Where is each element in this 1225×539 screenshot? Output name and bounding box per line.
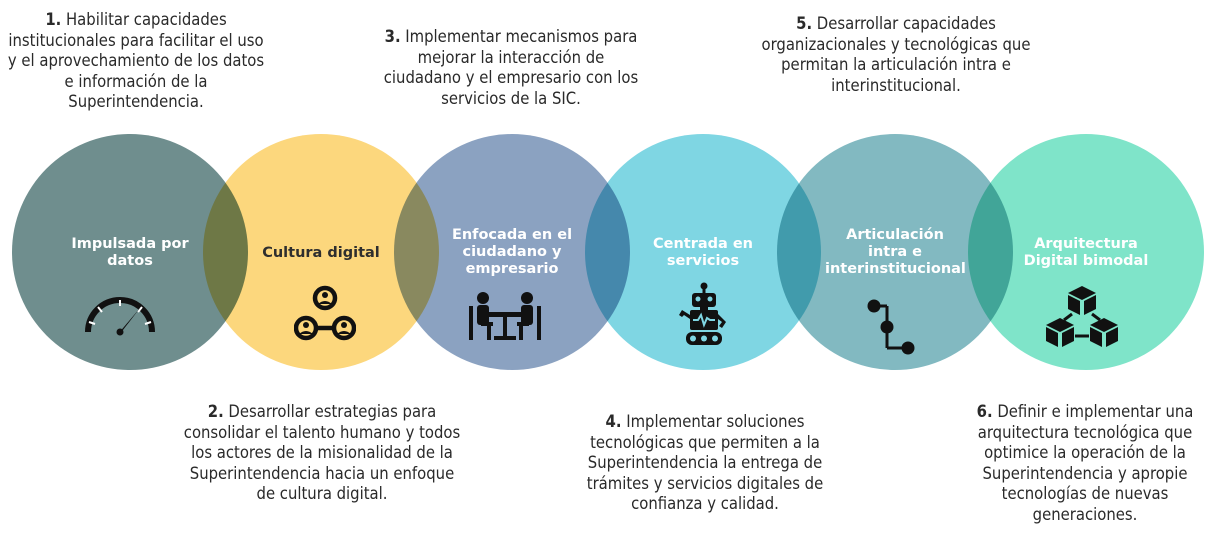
cubes-network-icon [1046, 286, 1118, 347]
stage-label-3: Enfocada en el ciudadano y empresario [451, 227, 573, 277]
description-6-number: 6. [976, 402, 993, 421]
description-3-number: 3. [384, 27, 401, 46]
robot-icon [679, 282, 726, 345]
description-2-number: 2. [207, 402, 224, 421]
circle-arquitectura [968, 134, 1204, 370]
stage-label-1: Impulsada por datos [71, 236, 189, 269]
description-5: 5. Desarrollar capacidades organizaciona… [760, 14, 1032, 96]
stage-label-2: Cultura digital [262, 245, 380, 261]
description-3: 3. Implementar mecanismos para mejorar l… [378, 27, 644, 109]
description-4: 4. Implementar soluciones tecnológicas q… [564, 412, 846, 515]
description-6: 6. Definir e implementar una arquitectur… [950, 402, 1220, 525]
description-4-text: Implementar soluciones tecnológicas que … [586, 412, 824, 513]
description-5-number: 5. [796, 14, 813, 33]
speedometer-icon [85, 297, 155, 336]
description-4-number: 4. [605, 412, 622, 431]
description-3-text: Implementar mecanismos para mejorar la i… [383, 27, 639, 108]
description-1-text: Habilitar capacidades institucionales pa… [7, 10, 265, 111]
meeting-icon [469, 292, 541, 340]
description-1-number: 1. [45, 10, 62, 29]
description-6-text: Definir e implementar una arquitectura t… [977, 402, 1194, 524]
stage-label-4: Centrada en servicios [652, 236, 754, 269]
description-1: 1. Habilitar capacidades institucionales… [2, 10, 270, 113]
description-2-text: Desarrollar estrategias para consolidar … [183, 402, 461, 503]
people-network-icon [294, 285, 356, 341]
stage-label-6: Arquitectura Digital bimodal [1023, 236, 1149, 269]
stage-label-5: Articulación intra e interinstitucional [825, 227, 966, 277]
description-5-text: Desarrollar capacidades organizacionales… [761, 14, 1031, 95]
process-flow-icon [867, 299, 915, 355]
description-2: 2. Desarrollar estrategias para consolid… [180, 402, 464, 505]
